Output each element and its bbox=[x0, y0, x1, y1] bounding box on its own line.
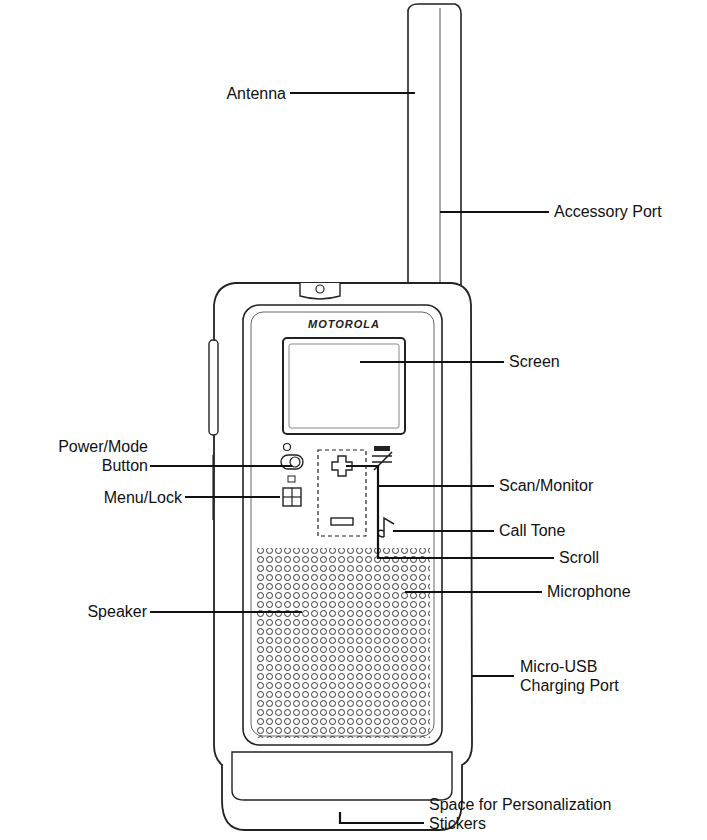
part-label: Power/Mode Button bbox=[40, 437, 148, 475]
part-label: Micro-USB Charging Port bbox=[520, 657, 650, 695]
part-label: Accessory Port bbox=[554, 202, 704, 221]
part-label: Screen bbox=[509, 352, 629, 371]
brand-logo: MOTOROLA bbox=[283, 318, 405, 330]
part-label: Call Tone bbox=[499, 521, 639, 540]
part-label: Microphone bbox=[547, 582, 697, 601]
part-label: Scroll bbox=[559, 548, 679, 567]
part-label: Menu/Lock bbox=[60, 488, 182, 507]
part-label: Space for Personalization Stickers bbox=[429, 795, 639, 833]
part-label: Scan/Monitor bbox=[499, 476, 639, 495]
part-label: Speaker bbox=[30, 602, 147, 621]
part-label: Antenna bbox=[150, 84, 286, 103]
